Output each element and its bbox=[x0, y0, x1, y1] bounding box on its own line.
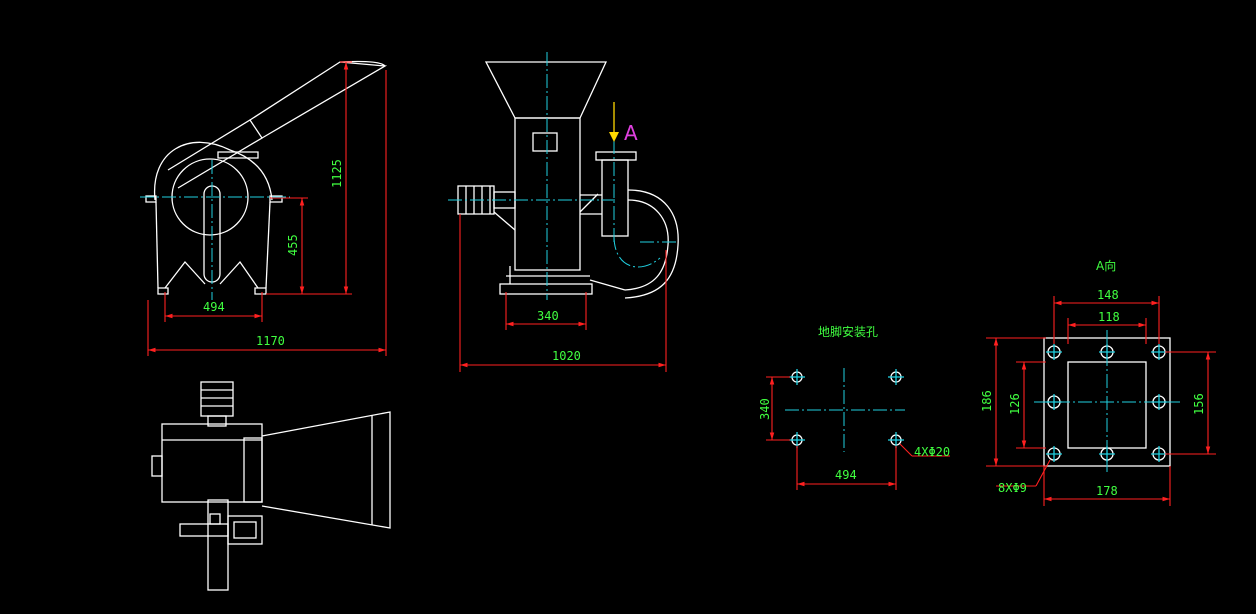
top-view bbox=[151, 381, 391, 591]
hole bbox=[888, 369, 904, 385]
dim-hole-494: 494 bbox=[835, 468, 857, 482]
dim-front-340: 340 bbox=[537, 309, 559, 323]
dim-side-455: 455 bbox=[286, 234, 300, 256]
hole bbox=[888, 432, 904, 448]
dim-plate-156: 156 bbox=[1192, 393, 1206, 415]
base-holes-title: 地脚安装孔 bbox=[818, 324, 878, 339]
note-plate-8xphi9: 8XΦ9 bbox=[998, 481, 1027, 495]
dim-plate-148: 148 bbox=[1097, 288, 1119, 302]
dim-side-1170: 1170 bbox=[256, 334, 285, 348]
side-view: 494 1170 455 1125 bbox=[140, 60, 388, 356]
dim-side-1125: 1125 bbox=[330, 159, 344, 188]
a-view-plate: A向 148 118 186 126 156 bbox=[980, 258, 1216, 506]
dim-front-1020: 1020 bbox=[552, 349, 581, 363]
dim-plate-126: 126 bbox=[1008, 393, 1022, 415]
note-hole-4xphi20: 4XΦ20 bbox=[914, 445, 950, 459]
dim-plate-186: 186 bbox=[980, 390, 994, 412]
a-view-title: A向 bbox=[1096, 258, 1116, 273]
dim-side-494: 494 bbox=[203, 300, 225, 314]
base-hole-layout: 地脚安装孔 340 494 4XΦ20 bbox=[758, 324, 950, 490]
front-view: A 340 1020 bbox=[448, 52, 679, 372]
hole bbox=[789, 432, 805, 448]
view-arrow-label: A bbox=[624, 121, 638, 145]
dim-plate-118: 118 bbox=[1098, 310, 1120, 324]
dim-hole-340: 340 bbox=[758, 398, 772, 420]
bolt-holes bbox=[1046, 344, 1167, 462]
hole bbox=[789, 369, 805, 385]
dim-plate-178: 178 bbox=[1096, 484, 1118, 498]
